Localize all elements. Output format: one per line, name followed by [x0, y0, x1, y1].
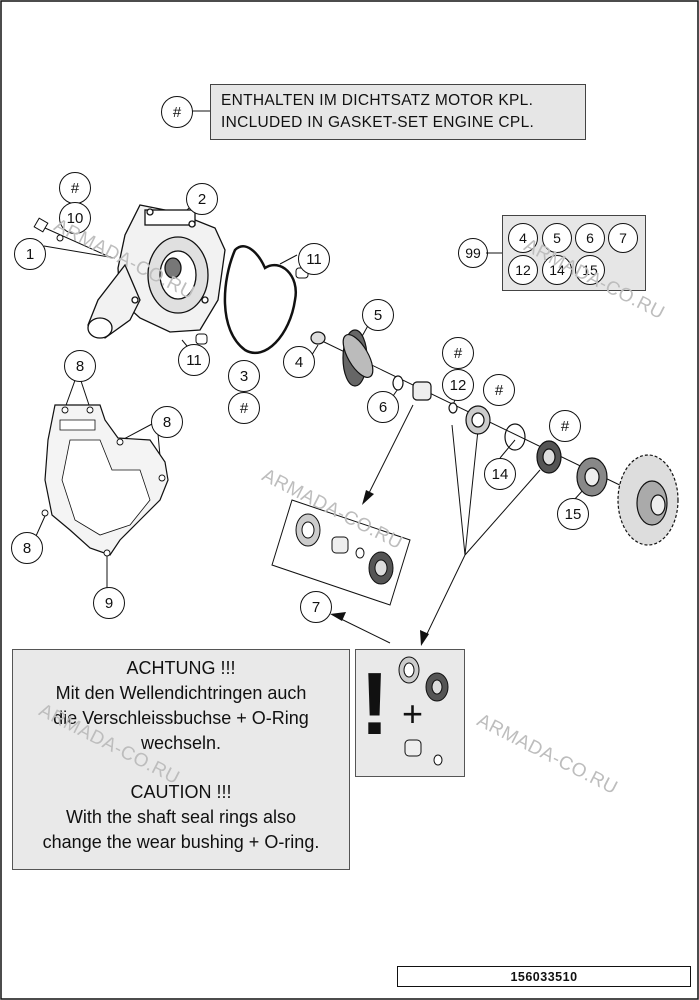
kit-item-14: 14 — [542, 255, 572, 285]
kit-connector — [486, 252, 502, 254]
legend-line-de: ENTHALTEN IM DICHTSATZ MOTOR KPL. — [221, 92, 534, 109]
caution-line1-de: Mit den Wellendichtringen auch — [55, 683, 307, 703]
caution-line3-de: wechseln. — [140, 733, 222, 753]
plus-icon: + — [402, 693, 424, 734]
caution-line2-en: change the wear bushing + O-ring. — [42, 832, 320, 852]
callout-12: 12 — [442, 369, 474, 401]
kit-box: 4 5 6 7 12 14 15 — [502, 215, 646, 291]
callout-7: 7 — [300, 591, 332, 623]
callout-14: 14 — [484, 458, 516, 490]
caution-note: ACHTUNG !!! Mit den Wellendichtringen au… — [12, 649, 350, 870]
callout-99: 99 — [458, 238, 488, 268]
caution-line2-de: die Verschleissbuchse + O-Ring — [53, 708, 309, 728]
arrow-heads — [330, 490, 429, 646]
legend-line-en: INCLUDED IN GASKET-SET ENGINE CPL. — [221, 114, 535, 131]
legend-hash-callout: # — [161, 96, 193, 128]
callout-4: 4 — [283, 346, 315, 378]
hash-callout-12: # — [442, 337, 474, 369]
bolt-drawings — [33, 217, 309, 345]
seal-parts-icon — [398, 656, 449, 766]
callout-6: 6 — [367, 391, 399, 423]
callout-5: 5 — [362, 299, 394, 331]
callout-11-top: 11 — [298, 243, 330, 275]
kit-item-15: 15 — [575, 255, 605, 285]
exclamation-icon: ! — [360, 654, 390, 753]
callout-8-top: 8 — [64, 350, 96, 382]
warning-box: ! + — [355, 649, 465, 777]
kit-item-5: 5 — [542, 223, 572, 253]
kit-item-4: 4 — [508, 223, 538, 253]
callout-3: 3 — [228, 360, 260, 392]
legend-box: ENTHALTEN IM DICHTSATZ MOTOR KPL. INCLUD… — [210, 84, 586, 140]
hash-callout-15: # — [549, 410, 581, 442]
impeller-shaft-drawing — [310, 329, 679, 546]
callout-2: 2 — [186, 183, 218, 215]
kit-item-7: 7 — [608, 223, 638, 253]
callout-11-bottom: 11 — [178, 344, 210, 376]
kit-7-drawing — [271, 499, 411, 606]
pump-cover-drawing — [87, 204, 226, 339]
callout-15: 15 — [557, 498, 589, 530]
hash-callout-14: # — [483, 374, 515, 406]
caution-title-de: ACHTUNG !!! — [126, 658, 236, 678]
hash-callout-10: # — [59, 172, 91, 204]
callout-8-right: 8 — [151, 406, 183, 438]
callout-8-left: 8 — [11, 532, 43, 564]
kit-item-12: 12 — [508, 255, 538, 285]
caution-title-en: CAUTION !!! — [130, 782, 232, 802]
drawing-code: 156033510 — [397, 966, 691, 987]
gasket-drawing — [223, 245, 298, 355]
callout-10: 10 — [59, 202, 91, 234]
hash-callout-3: # — [228, 392, 260, 424]
caution-line1-en: With the shaft seal rings also — [65, 807, 297, 827]
callout-9: 9 — [93, 587, 125, 619]
callout-1: 1 — [14, 238, 46, 270]
kit-item-6: 6 — [575, 223, 605, 253]
legend-connector — [192, 110, 210, 112]
